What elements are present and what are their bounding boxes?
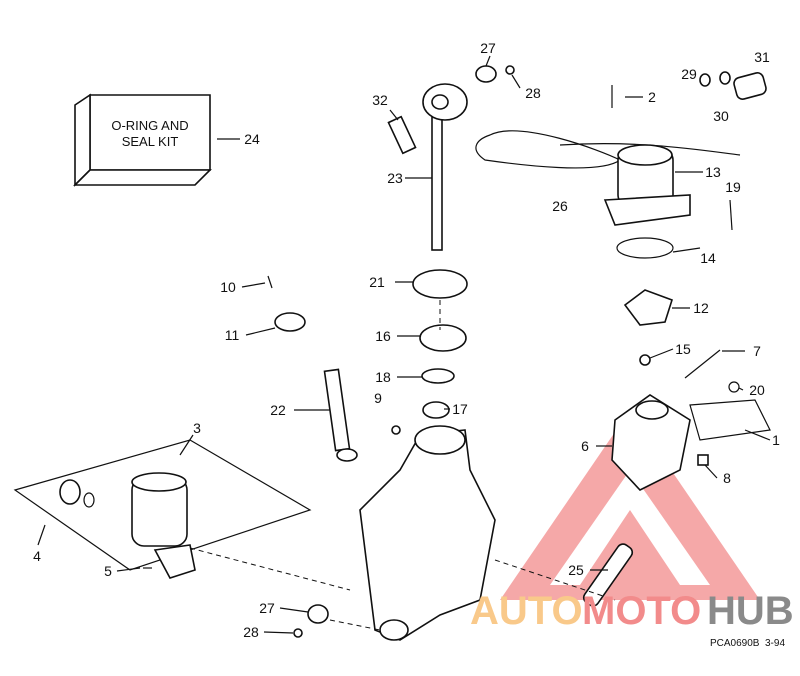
callout-26: 26 (552, 198, 568, 214)
parts (13, 65, 771, 641)
callout-5: 5 (104, 563, 112, 579)
callout-20: 20 (749, 382, 765, 398)
callout-29: 29 (681, 66, 697, 82)
callout-12: 12 (693, 300, 709, 316)
callout-labels: 1 2 3 4 5 6 7 8 9 10 12 11 13 14 15 16 1… (33, 40, 780, 640)
callout-3: 3 (193, 420, 201, 436)
callout-28-top: 28 (525, 85, 541, 101)
callout-13: 13 (705, 164, 721, 180)
callout-7: 7 (753, 343, 761, 359)
callout-24: 24 (244, 131, 260, 147)
watermark-text: AUTO MOTO HUB (470, 589, 794, 633)
callout-18: 18 (375, 369, 391, 385)
callout-19: 19 (725, 179, 741, 195)
callout-14: 14 (700, 250, 716, 266)
callout-6: 6 (581, 438, 589, 454)
callout-28-bottom: 28 (243, 624, 259, 640)
callout-30: 30 (713, 108, 729, 124)
callout-23: 23 (387, 170, 403, 186)
callout-22: 22 (270, 402, 286, 418)
kit-label-line2: SEAL KIT (122, 134, 179, 149)
leader-lines (37, 55, 771, 634)
callout-32: 32 (372, 92, 388, 108)
callout-25: 25 (568, 562, 584, 578)
callout-27-bottom: 27 (259, 600, 275, 616)
watermark-hub: HUB (707, 589, 794, 633)
callout-11: 11 (225, 327, 240, 343)
callout-17: 17 (452, 401, 468, 417)
callout-21: 21 (369, 274, 385, 290)
watermark-auto: AUTO (470, 589, 583, 633)
callout-15: 15 (675, 341, 691, 357)
figure-code: PCA0690B (710, 638, 760, 649)
kit-label-line1: O-RING AND (111, 118, 188, 133)
callout-27-top: 27 (480, 40, 496, 56)
callout-2: 2 (648, 89, 656, 105)
callout-8: 8 (723, 470, 731, 486)
callout-31: 31 (754, 49, 770, 65)
callout-10: 10 (220, 279, 236, 295)
callout-9: 9 (374, 390, 382, 406)
seal-kit-box: O-RING AND SEAL KIT (73, 93, 212, 187)
figure-date: 3-94 (765, 638, 785, 649)
callout-4: 4 (33, 548, 41, 564)
watermark-moto: MOTO (582, 589, 701, 633)
callout-1: 1 (772, 432, 780, 448)
callout-16: 16 (375, 328, 391, 344)
